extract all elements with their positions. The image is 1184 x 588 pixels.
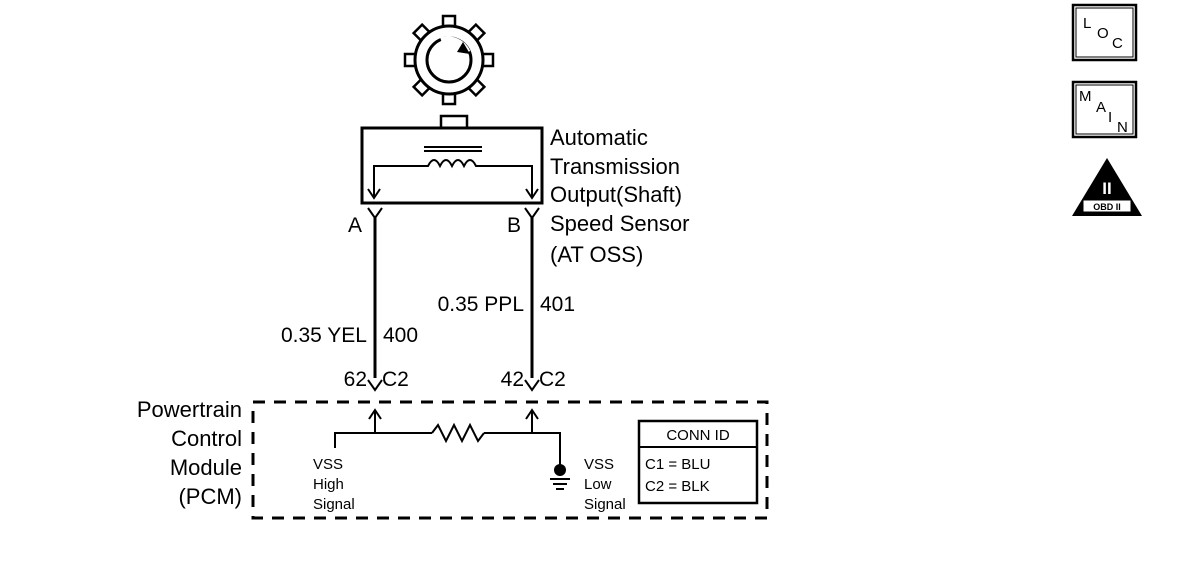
wire-right-gauge-color: 0.35 PPL <box>438 293 524 316</box>
svg-text:Speed Sensor: Speed Sensor <box>550 211 689 236</box>
pcm-label: Powertrain Control Module (PCM) <box>137 397 242 509</box>
loc-button[interactable]: L O C <box>1071 3 1138 62</box>
pcm-internal-circuit <box>334 408 570 490</box>
pcm-pin-left-connector <box>367 379 383 392</box>
svg-text:L: L <box>1083 15 1091 32</box>
obd-ii-button[interactable]: II OBD II <box>1072 158 1142 216</box>
pcm-pin-right-number: 42 <box>501 368 524 391</box>
svg-text:Control: Control <box>171 426 242 451</box>
obd-ii-numeral: II <box>1102 179 1111 198</box>
pcm-box <box>251 400 769 520</box>
svg-text:Automatic: Automatic <box>550 125 648 150</box>
svg-text:A: A <box>1096 99 1106 116</box>
reluctor-wheel-icon <box>403 14 495 106</box>
vss-high-signal-label: VSS High Signal <box>313 456 355 513</box>
svg-text:Signal: Signal <box>584 496 626 513</box>
svg-text:Output(Shaft): Output(Shaft) <box>550 182 682 207</box>
svg-text:VSS: VSS <box>584 456 614 473</box>
svg-text:I: I <box>1108 109 1112 126</box>
svg-text:Low: Low <box>584 476 612 493</box>
svg-text:VSS: VSS <box>313 456 343 473</box>
conn-id-title: CONN ID <box>666 427 730 444</box>
sensor-label: Automatic Transmission Output(Shaft) Spe… <box>550 125 689 267</box>
svg-text:M: M <box>1079 88 1092 105</box>
vss-low-signal-label: VSS Low Signal <box>584 456 626 513</box>
svg-text:Module: Module <box>170 455 242 480</box>
wire-left-circuit: 400 <box>383 324 418 347</box>
resistor-icon <box>431 422 485 444</box>
pcm-pin-left-connector-id: C2 <box>382 368 409 391</box>
svg-text:Signal: Signal <box>313 496 355 513</box>
coil-icon <box>367 146 539 200</box>
wire-left-gauge-color: 0.35 YEL <box>281 324 367 347</box>
pcm-pin-right-connector <box>524 379 540 392</box>
ground-icon <box>550 464 570 490</box>
svg-text:N: N <box>1117 119 1128 136</box>
obd-ii-label: OBD II <box>1093 202 1121 212</box>
svg-text:(PCM): (PCM) <box>178 484 242 509</box>
svg-text:Transmission: Transmission <box>550 154 680 179</box>
terminal-b-label: B <box>507 214 521 237</box>
conn-id-row-c2: C2 = BLK <box>645 478 710 495</box>
speed-sensor <box>360 114 544 205</box>
svg-text:O: O <box>1097 25 1109 42</box>
svg-text:Powertrain: Powertrain <box>137 397 242 422</box>
wire-right-circuit: 401 <box>540 293 575 316</box>
svg-text:C: C <box>1112 35 1123 52</box>
pcm-pin-right-connector-id: C2 <box>539 368 566 391</box>
svg-text:High: High <box>313 476 344 493</box>
pcm-pin-left-number: 62 <box>344 368 367 391</box>
terminal-a-label: A <box>348 214 362 237</box>
conn-id-row-c1: C1 = BLU <box>645 456 710 473</box>
main-button[interactable]: M A I N <box>1071 80 1138 139</box>
conn-id-table: CONN ID C1 = BLU C2 = BLK <box>637 419 759 505</box>
svg-text:(AT OSS): (AT OSS) <box>550 242 643 267</box>
